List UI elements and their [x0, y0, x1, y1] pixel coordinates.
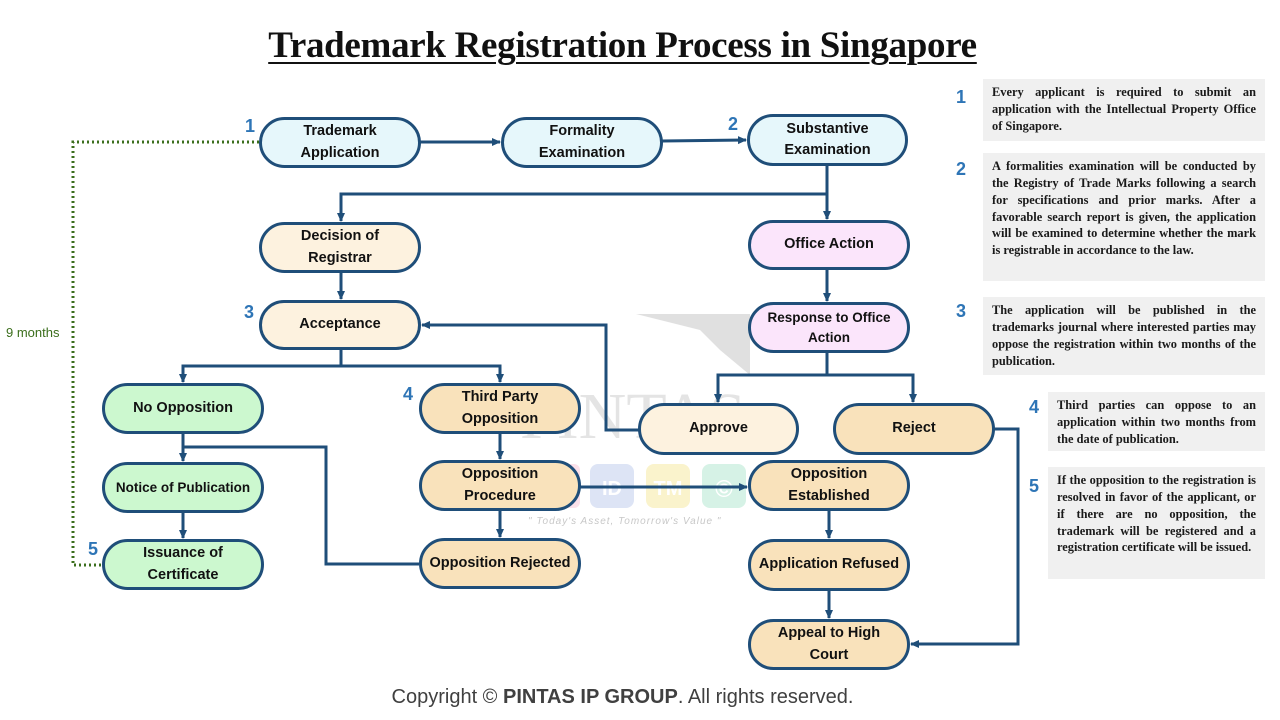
node-issuance-of-certificate: Issuance of Certificate [102, 539, 264, 590]
note-2: A formalities examination will be conduc… [983, 153, 1265, 281]
node-trademark-application: Trademark Application [259, 117, 421, 168]
line-rejected-to-notice [183, 445, 419, 566]
arrow-substantive-to-decision [337, 192, 827, 222]
copyright-suffix: . All rights reserved. [677, 686, 854, 708]
copyright-prefix: Copyright © [391, 686, 503, 708]
node-response-to-office-action: Response to Office Action [748, 302, 910, 353]
note-5: If the opposition to the registration is… [1048, 467, 1265, 579]
copyright-footer: Copyright © PINTAS IP GROUP. All rights … [0, 686, 1245, 709]
node-formality-examination: Formality Examination [501, 117, 663, 168]
node-opposition-established: Opposition Established [748, 460, 910, 511]
node-approve: Approve [638, 403, 799, 455]
watermark-tagline: " Today's Asset, Tomorrow's Value " [528, 516, 722, 527]
note-4: Third parties can oppose to an applicati… [1048, 392, 1265, 451]
arrow-approve-to-acceptance [421, 321, 640, 432]
copyright-brand: PINTAS IP GROUP [502, 686, 678, 708]
note-number-3: 3 [956, 301, 967, 321]
arrow-formality-to-substantive [661, 136, 747, 145]
step-number-5: 5 [88, 539, 99, 559]
node-decision-of-registrar: Decision of Registrar [259, 222, 421, 273]
step-number-4: 4 [403, 384, 414, 404]
note-number-5: 5 [1029, 476, 1040, 496]
note-number-2: 2 [956, 159, 967, 179]
node-notice-of-publication: Notice of Publication [102, 462, 264, 513]
step-number-2: 2 [728, 114, 739, 134]
watermark-badge-copyright-label: © [715, 476, 733, 503]
arrow-response-branch-approve [714, 352, 829, 403]
node-opposition-procedure: Opposition Procedure [419, 460, 581, 511]
node-appeal-to-high-court: Appeal to High Court [748, 619, 910, 670]
step-number-1: 1 [245, 116, 256, 136]
node-reject: Reject [833, 403, 995, 455]
page-title: Trademark Registration Process in Singap… [268, 25, 977, 66]
node-third-party-opposition: Third Party Opposition [419, 383, 581, 434]
arrow-response-branch-reject [827, 373, 917, 403]
watermark-wing-shape [636, 314, 750, 375]
step-number-3: 3 [244, 302, 255, 322]
arrow-acceptance-branch-no-opposition [179, 349, 343, 383]
watermark-badge-id-label: ID [602, 478, 622, 500]
node-application-refused: Application Refused [748, 539, 910, 591]
node-opposition-rejected: Opposition Rejected [419, 538, 581, 589]
note-number-1: 1 [956, 87, 967, 107]
note-1: Every applicant is required to submit an… [983, 79, 1265, 141]
node-acceptance: Acceptance [259, 300, 421, 350]
nine-months-label: 9 months [6, 325, 60, 340]
arrow-reject-to-appeal [910, 427, 1020, 648]
note-3: The application will be published in the… [983, 297, 1265, 375]
watermark-badge-tm-label: TM [654, 478, 683, 500]
arrow-acceptance-branch-third-party [341, 364, 504, 383]
note-number-4: 4 [1029, 397, 1040, 417]
node-substantive-examination: Substantive Examination [747, 114, 908, 166]
node-office-action: Office Action [748, 220, 910, 270]
node-no-opposition: No Opposition [102, 383, 264, 434]
